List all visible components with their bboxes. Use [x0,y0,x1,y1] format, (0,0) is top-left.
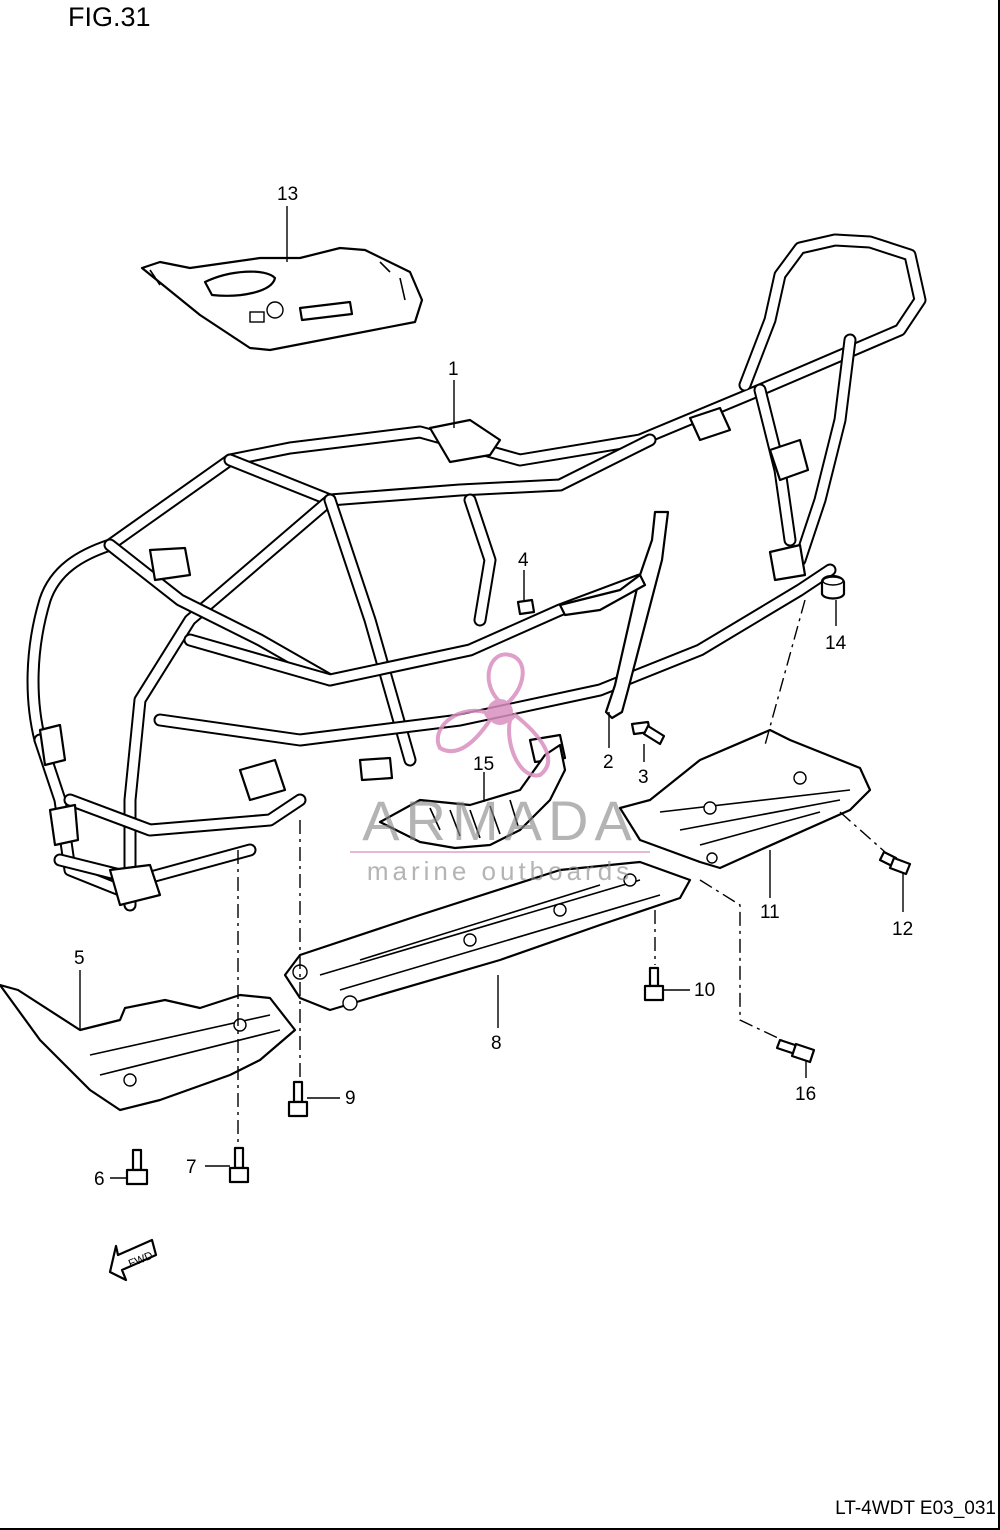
part-14-cushion [820,574,846,600]
figure-title: FIG.31 [68,2,151,32]
watermark-tagline: marine outboards [367,856,633,886]
part-9-bolt [287,1080,309,1118]
callouts: 13 1 4 14 2 3 15 11 12 5 10 8 16 9 7 6 [74,184,913,1190]
callout-10[interactable]: 10 [694,980,715,1001]
callout-16[interactable]: 16 [795,1084,816,1105]
part-10-bolt [643,966,665,1002]
callout-14[interactable]: 14 [825,633,847,654]
part-13-cover-plate [140,246,424,352]
callout-2[interactable]: 2 [603,752,614,773]
assembly-lines [237,599,886,1145]
right-border [998,0,1000,1530]
leader-lines [79,206,904,1179]
callout-7[interactable]: 7 [186,1157,197,1178]
part-6-bolt [125,1148,149,1186]
callout-1[interactable]: 1 [448,359,459,380]
armada-watermark-logo: ARMADA marine outboards [350,652,650,886]
callout-6[interactable]: 6 [94,1169,105,1190]
bottom-border [0,1528,1000,1530]
figure-code: LT-4WDT E03_031 [835,1498,996,1519]
callout-4[interactable]: 4 [518,550,529,571]
callout-15[interactable]: 15 [473,754,494,775]
part-4-nut [516,598,536,616]
callout-3[interactable]: 3 [638,767,649,788]
callout-12[interactable]: 12 [892,919,913,940]
callout-8[interactable]: 8 [491,1033,502,1054]
watermark-brand: ARMADA [362,789,638,852]
callout-5[interactable]: 5 [74,948,85,969]
callout-13[interactable]: 13 [277,184,298,205]
fwd-direction-arrow: FWD [108,1238,158,1282]
part-1-main-frame [26,233,927,912]
part-8-skid-plate [283,860,692,1012]
callout-11[interactable]: 11 [760,902,780,923]
part-2-stay [558,510,670,720]
part-12-bolt [878,850,912,876]
part-7-bolt [228,1146,250,1184]
part-15-guard [378,743,567,850]
callout-9[interactable]: 9 [345,1088,356,1109]
part-11-footrest-plate [618,728,872,870]
part-3-bolt [630,720,666,746]
part-16-bolt [775,1038,816,1064]
part-5-front-skid-plate [0,983,297,1112]
